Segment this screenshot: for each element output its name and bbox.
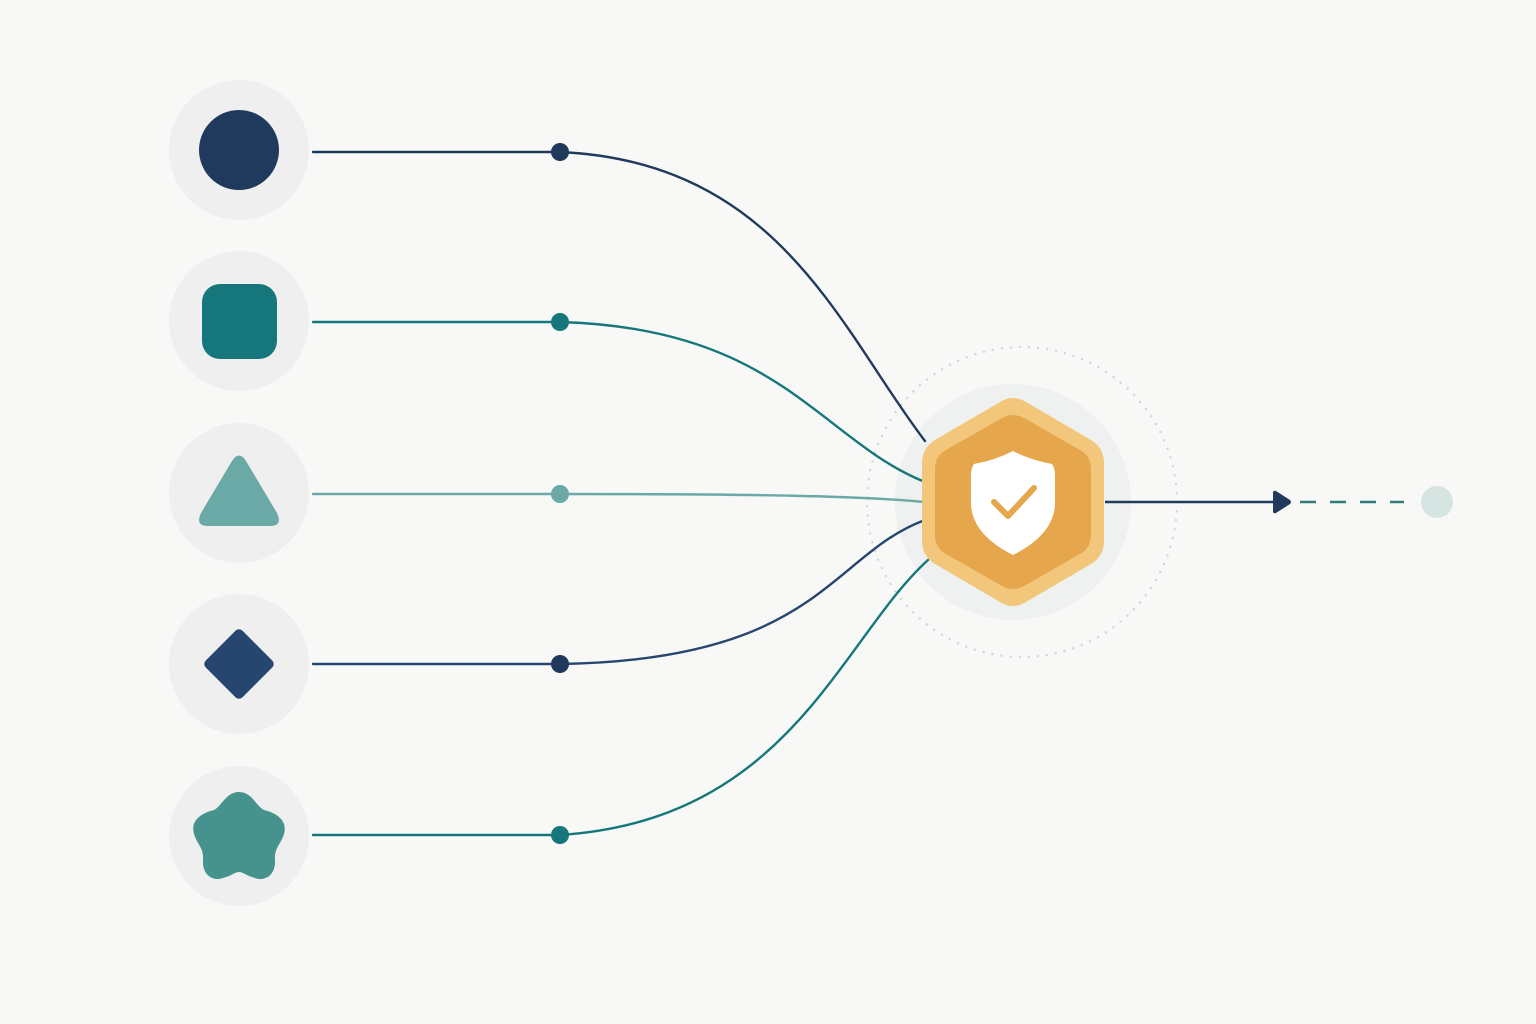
connector-dot-square	[551, 313, 569, 331]
input-node-circle	[169, 80, 309, 220]
connector-dot-flower	[551, 826, 569, 844]
connector-diamond	[311, 518, 927, 666]
check-icon	[991, 485, 1037, 519]
input-node-diamond	[169, 594, 309, 734]
dot-icon	[1421, 486, 1453, 518]
input-node-triangle	[169, 423, 309, 563]
input-node-square	[169, 251, 309, 391]
connector-dot-circle	[551, 143, 569, 161]
triangle-icon	[199, 455, 279, 526]
flower-icon	[193, 792, 285, 880]
rounded-square-icon	[202, 284, 277, 359]
connector-flower	[311, 558, 930, 837]
hub	[922, 398, 1104, 606]
connector-square	[311, 320, 927, 484]
connector-dot-diamond	[551, 655, 569, 673]
input-nodes	[169, 80, 309, 906]
connector-circle	[311, 150, 927, 443]
output	[1105, 486, 1453, 518]
input-node-flower	[169, 766, 309, 906]
connector-dots	[551, 143, 569, 844]
shield-icon	[971, 451, 1055, 555]
circle-icon	[199, 110, 279, 190]
connector-dot-triangle	[551, 485, 569, 503]
diamond-icon	[204, 629, 274, 699]
connector-triangle	[311, 492, 927, 504]
connectors	[311, 150, 930, 837]
arrowhead-icon	[1273, 490, 1291, 514]
shield-check-icon	[971, 451, 1055, 555]
